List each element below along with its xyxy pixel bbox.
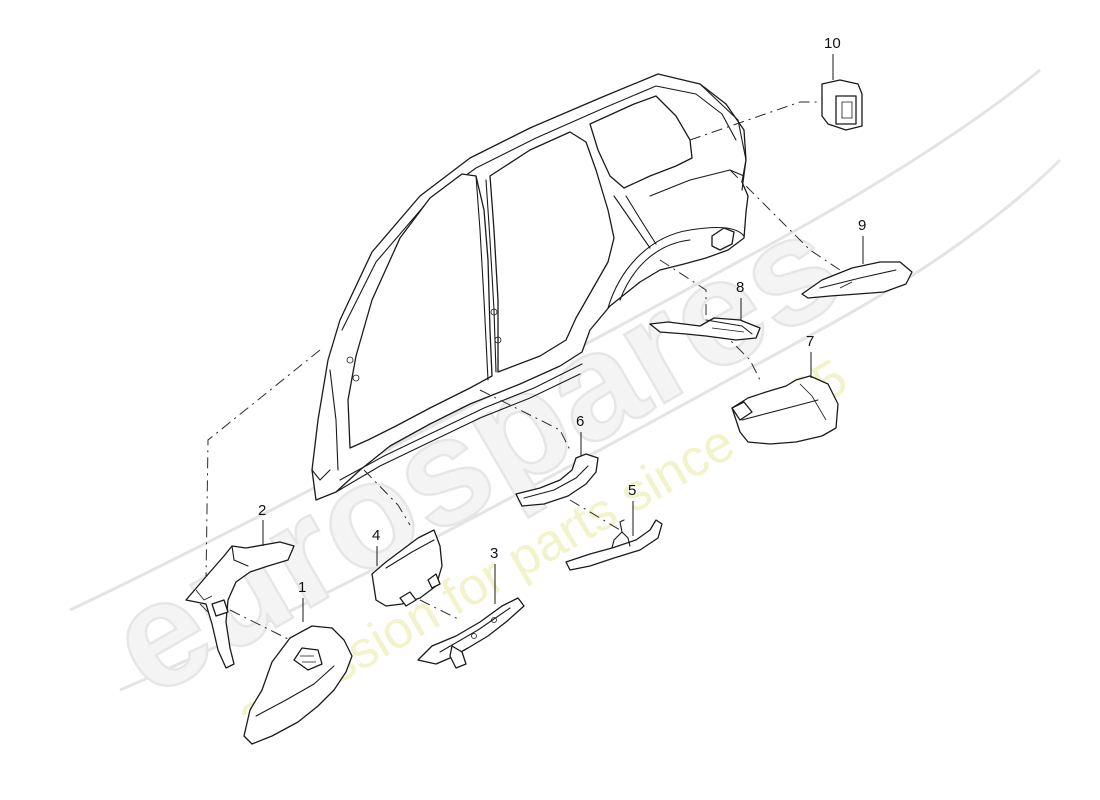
part-5[interactable] [565,519,663,571]
part-3[interactable] [417,597,525,669]
callout-7[interactable]: 7 [806,333,814,350]
part-2[interactable] [185,541,295,669]
body-side-frame [311,73,749,501]
part-10[interactable] [821,79,863,131]
part-4[interactable] [371,529,443,607]
part-7[interactable] [731,375,839,445]
part-9[interactable] [801,261,913,299]
callout-2[interactable]: 2 [258,502,266,519]
callout-10[interactable]: 10 [824,35,841,52]
callout-6[interactable]: 6 [576,413,584,430]
callout-1[interactable]: 1 [298,579,306,596]
part-8[interactable] [649,317,761,341]
callout-4[interactable]: 4 [372,527,380,544]
assembly-leader-lines [205,101,841,641]
callout-9[interactable]: 9 [858,217,866,234]
callout-3[interactable]: 3 [490,545,498,562]
part-1[interactable] [243,625,353,745]
part-6[interactable] [515,453,599,507]
callout-5[interactable]: 5 [628,482,636,499]
callouts: 1 2 3 4 5 6 7 8 9 10 [258,35,866,622]
callout-8[interactable]: 8 [736,279,744,296]
